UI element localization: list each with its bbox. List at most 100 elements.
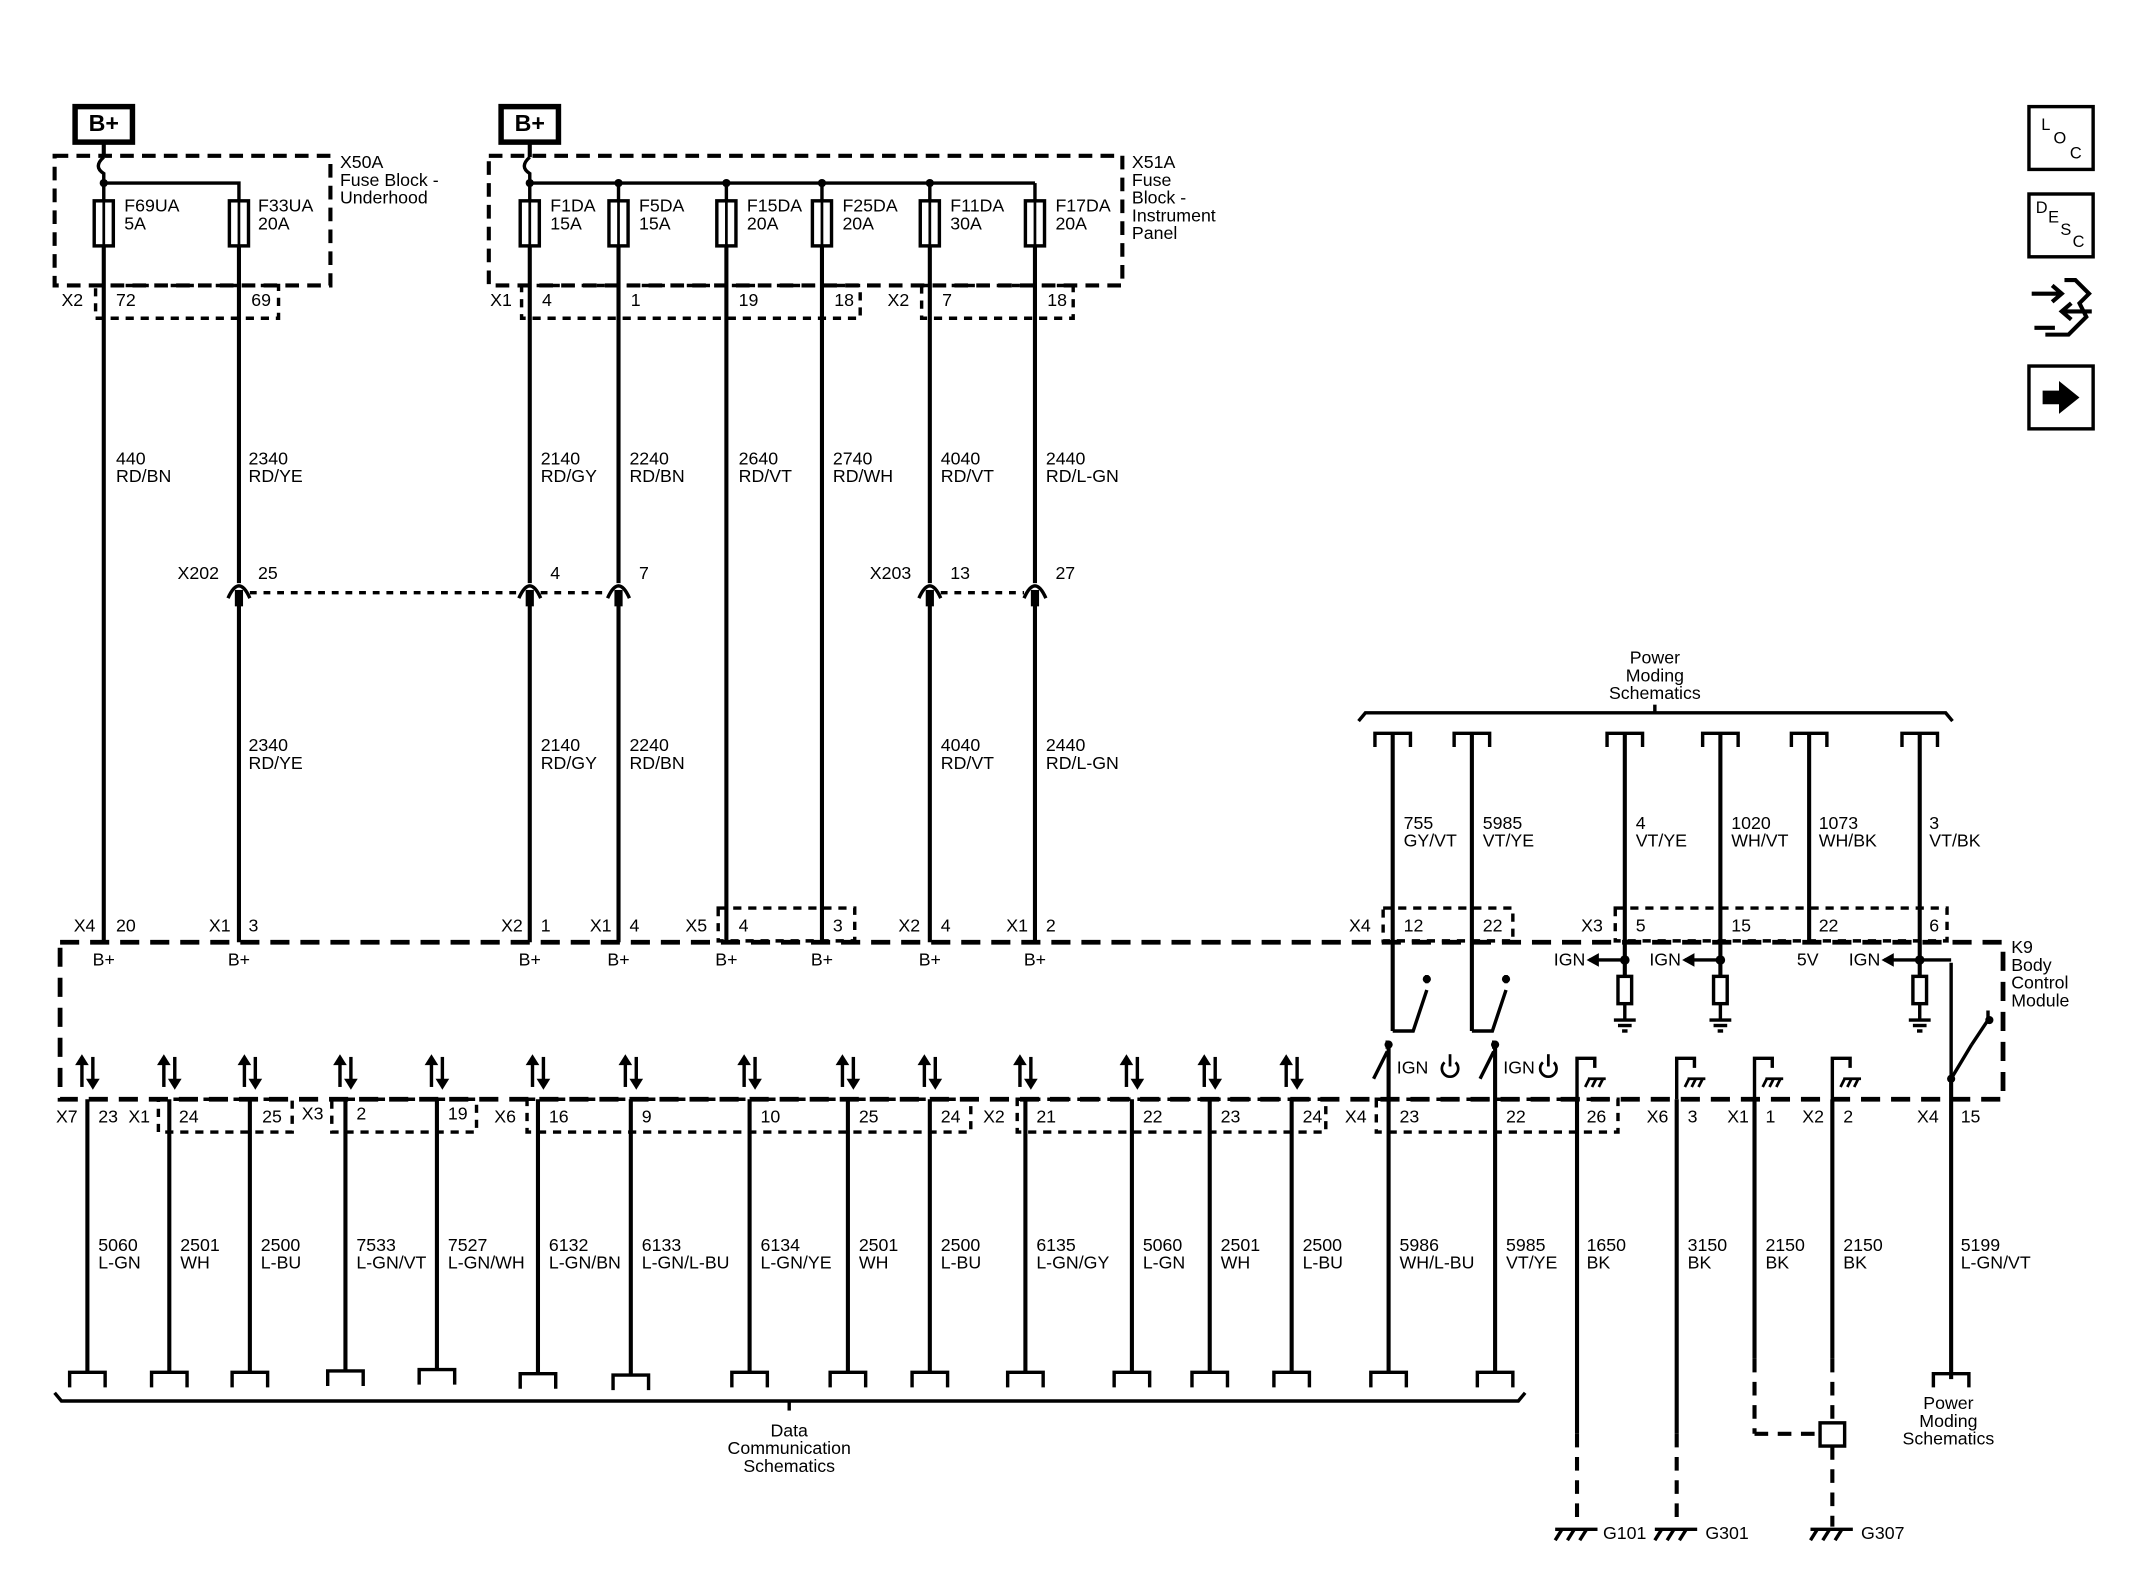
internal-label: 5V [1797,949,1819,969]
desc-letter: D [2036,199,2048,217]
b-plus-label: B+ [89,110,119,136]
data-terminal [1190,1370,1230,1388]
pin-number: 16 [549,1106,569,1126]
loc-letter: C [2070,145,2082,163]
ground-id: G101 [1603,1523,1646,1543]
wire-color: RD/L-GN [1046,466,1119,486]
connector-id: X7 [56,1106,78,1126]
wire-color: RD/WH [833,466,893,486]
internal-label: IGN [1849,949,1881,969]
pin-number: 22 [1143,1106,1163,1126]
pin-number: 7 [942,290,952,310]
wire-color: WH [1221,1253,1251,1273]
pin-number: 3 [1688,1106,1698,1126]
connector-id: X2 [898,915,920,935]
power-moding-title: Power [1630,648,1680,668]
connector-id: X1 [490,290,512,310]
module-name: Body [2011,955,2052,975]
pin-number: 4 [550,563,560,583]
data-terminal [149,1370,189,1388]
wire-circuit: 2501 [1221,1235,1261,1255]
connector-id: X4 [74,915,96,935]
wire-color: L-GN [1143,1253,1185,1273]
pin-number: 1 [1765,1106,1775,1126]
wire-color: L-BU [261,1253,301,1273]
fuse-block-x51a-name: Block - [1132,188,1186,208]
repair-icon[interactable] [2031,277,2092,337]
data-comm-title: Schematics [743,1456,835,1476]
bidirectional-arrow-icon [1197,1054,1223,1090]
wire-circuit: 3150 [1688,1235,1728,1255]
pin-number: 19 [739,290,759,310]
fuse-name: F5DA [639,196,685,216]
wire-circuit: 2240 [629,448,669,468]
fuse-block-x50a-name: Fuse Block - [340,170,439,190]
pin-number: 12 [1404,915,1424,935]
inline-connector-id: X203 [870,563,912,583]
module-id: K9 [2011,937,2033,957]
power-moding-title: Schematics [1903,1429,1995,1449]
wire-circuit: 4 [1636,813,1646,833]
connector-id: X4 [1345,1106,1367,1126]
wire-circuit: 2740 [833,448,873,468]
wire-color: RD/YE [249,753,303,773]
pin-number: 23 [98,1106,118,1126]
module-input: B+ [715,949,737,969]
wire-circuit: 1073 [1819,813,1859,833]
connector-id: X1 [590,915,612,935]
connector-id: X3 [302,1104,324,1124]
module-input: B+ [228,949,250,969]
pin-number: 3 [249,915,259,935]
wire-circuit: 5060 [1143,1235,1183,1255]
fuse-block-x50a-name: Underhood [340,188,428,208]
fuse-block-x50a-id: X50A [340,152,384,172]
internal-label: IGN [1397,1057,1429,1077]
pin-number: 3 [833,915,843,935]
wire-color: L-GN/L-BU [642,1253,730,1273]
bidirectional-arrow-icon [835,1054,861,1090]
module-name: Control [2011,973,2068,993]
pin-number: 19 [448,1104,468,1124]
wire-circuit: 2240 [629,735,669,755]
wire-circuit: 1650 [1587,1235,1627,1255]
pin-number: 22 [1483,915,1503,935]
wire-color: VT/YE [1483,831,1534,851]
wire-color: L-GN/BN [549,1253,621,1273]
wire-color: RD/YE [249,466,303,486]
wire-circuit: 440 [116,448,146,468]
wire-circuit: 5985 [1483,813,1523,833]
power-moding-title: Moding [1919,1411,1977,1431]
module-input: B+ [811,949,833,969]
pin-number: 26 [1587,1106,1607,1126]
desc-letter: S [2060,221,2071,239]
wire-circuit: 2440 [1046,448,1086,468]
loc-icon[interactable] [2027,104,2095,172]
next-arrow-icon[interactable] [2027,364,2095,431]
pin-number: 13 [950,563,970,583]
pin-number: 15 [1731,915,1751,935]
connector-id: X1 [1727,1106,1749,1126]
wire-color: L-BU [941,1253,981,1273]
wire-color: RD/L-GN [1046,753,1119,773]
wire-color: L-GN/WH [448,1253,525,1273]
pin-number: 23 [1221,1106,1241,1126]
wire-circuit: 2140 [541,735,581,755]
fuse-name: F69UA [124,196,179,216]
labels-lower: 1650 BK 3150 BK 2150 BK 2150 BK 5199 L-G… [728,116,2085,1543]
module-input: B+ [919,949,941,969]
connector-id: X4 [1917,1106,1939,1126]
bidirectional-arrow-icon [525,1054,551,1090]
wire-circuit: 3 [1929,813,1939,833]
bidirectional-arrow-icon [1119,1054,1145,1090]
fuse-rating: 5A [124,214,146,234]
loc-letter: L [2041,116,2050,134]
data-terminal [1005,1370,1045,1388]
bidirectional-arrow-icon [917,1054,943,1090]
wire-color: RD/BN [629,753,684,773]
desc-icon[interactable] [2027,192,2095,259]
wire-color: BK [1843,1253,1867,1273]
fuse-name: F11DA [950,196,1004,216]
internal-label: IGN [1503,1057,1535,1077]
pin-number: 6 [1929,915,1939,935]
